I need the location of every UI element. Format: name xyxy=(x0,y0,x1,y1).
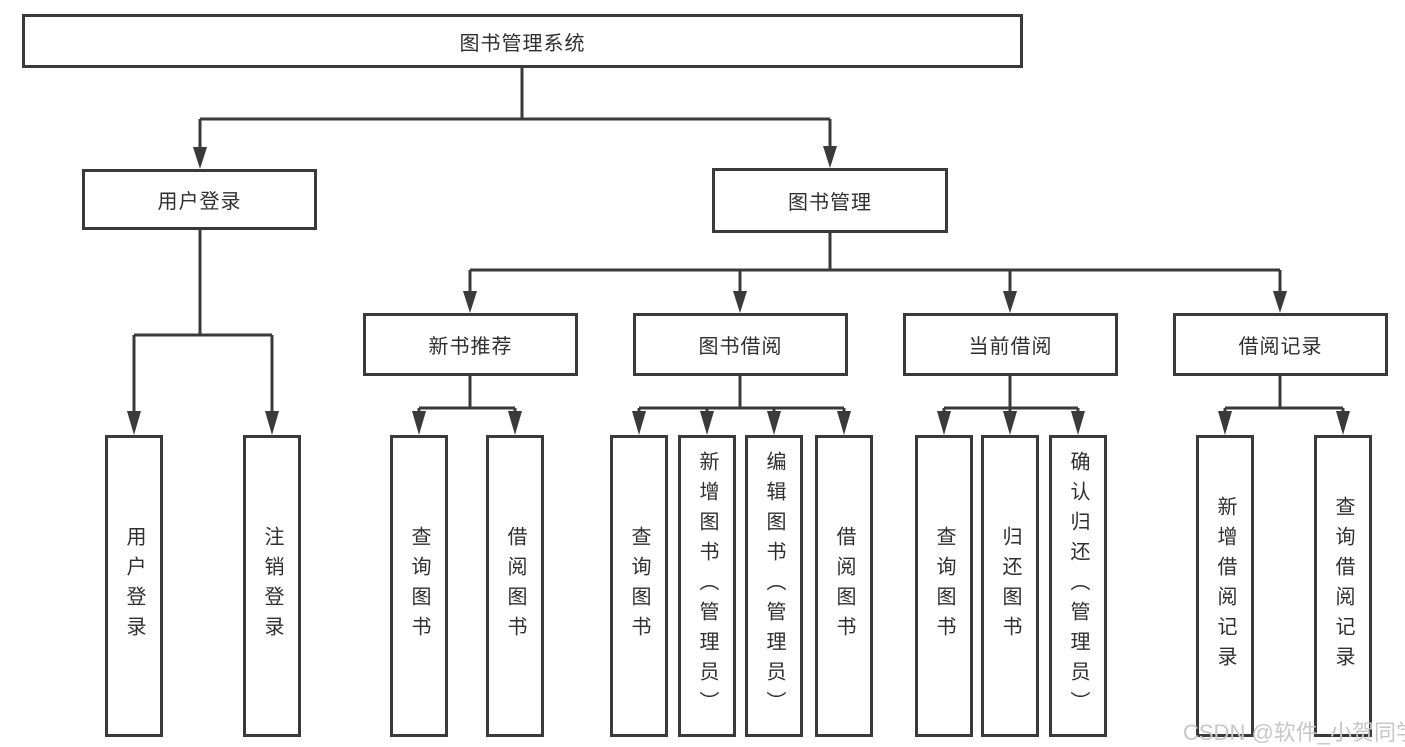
leaf-query-books-current: 查询图书 xyxy=(915,435,973,737)
node-user-login: 用户登录 xyxy=(82,169,317,230)
leaf-add-book-admin: 新增图书（管理员） xyxy=(678,435,736,737)
node-label: 查询图书 xyxy=(933,526,955,646)
leaf-borrow-books-borrow: 借阅图书 xyxy=(815,435,873,737)
node-current-borrowing: 当前借阅 xyxy=(903,313,1118,376)
node-new-book-recommendation: 新书推荐 xyxy=(363,313,578,376)
node-label: 用户登录 xyxy=(157,191,242,213)
node-label: 借阅记录 xyxy=(1238,336,1323,358)
node-label: 借阅图书 xyxy=(504,526,526,646)
node-label: 归还图书 xyxy=(999,526,1021,646)
leaf-add-borrow-record: 新增借阅记录 xyxy=(1196,435,1254,737)
leaf-logout: 注销登录 xyxy=(243,435,301,737)
node-label: 图书管理系统 xyxy=(459,32,586,55)
node-book-borrowing: 图书借阅 xyxy=(633,313,848,376)
leaf-borrow-books-recommend: 借阅图书 xyxy=(486,435,544,737)
node-label: 注销登录 xyxy=(261,526,283,646)
node-borrowing-records: 借阅记录 xyxy=(1173,313,1388,376)
leaf-edit-book-admin: 编辑图书（管理员） xyxy=(745,435,803,737)
node-label: 借阅图书 xyxy=(833,526,855,646)
node-label: 编辑图书（管理员） xyxy=(763,451,785,721)
node-label: 查询图书 xyxy=(628,526,650,646)
leaf-query-borrow-record: 查询借阅记录 xyxy=(1314,435,1372,737)
node-label: 查询图书 xyxy=(408,526,430,646)
node-book-management: 图书管理 xyxy=(712,168,948,233)
leaf-return-book: 归还图书 xyxy=(981,435,1039,737)
leaf-confirm-return-admin: 确认归还（管理员） xyxy=(1049,435,1107,737)
node-label: 新书推荐 xyxy=(428,336,513,358)
node-label: 用户登录 xyxy=(123,526,145,646)
node-label: 新增借阅记录 xyxy=(1214,496,1236,676)
node-label: 新增图书（管理员） xyxy=(696,451,718,721)
node-label: 确认归还（管理员） xyxy=(1067,451,1089,721)
node-label: 当前借阅 xyxy=(968,336,1053,358)
leaf-query-books-recommend: 查询图书 xyxy=(390,435,448,737)
node-label: 图书借阅 xyxy=(698,336,783,358)
node-library-management-system: 图书管理系统 xyxy=(22,14,1023,68)
arrowheads xyxy=(127,146,1350,435)
leaf-user-login: 用户登录 xyxy=(105,435,163,737)
leaf-query-books-borrow: 查询图书 xyxy=(610,435,668,737)
node-label: 查询借阅记录 xyxy=(1332,496,1354,676)
node-label: 图书管理 xyxy=(788,192,872,214)
csdn-watermark: CSDN @软件_小贺同学 xyxy=(1183,720,1405,745)
